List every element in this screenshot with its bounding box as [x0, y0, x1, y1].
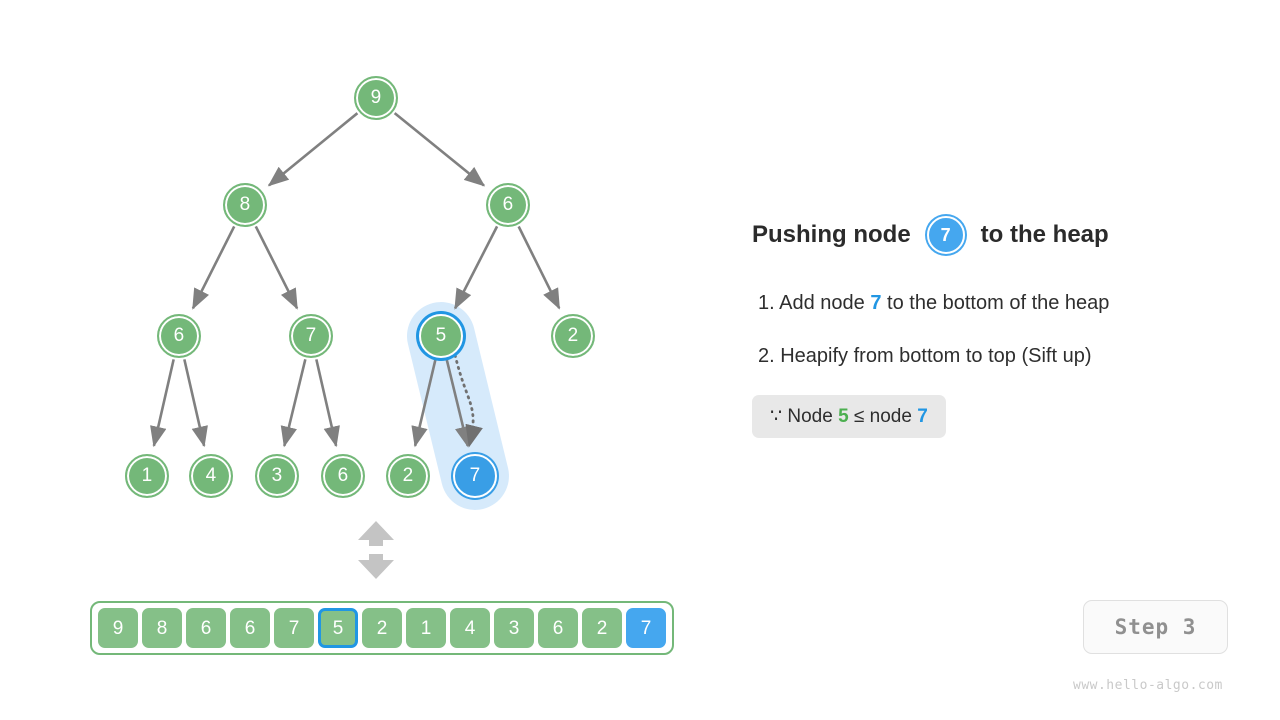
- tree-node-5: 5: [419, 314, 463, 358]
- array-cell-1: 8: [142, 608, 182, 648]
- tree-edge: [254, 225, 299, 310]
- tree-node-6: 6: [321, 454, 365, 498]
- title-suffix: to the heap: [980, 221, 1109, 248]
- array-cell-2: 6: [186, 608, 226, 648]
- tree-edge: [453, 225, 499, 310]
- tree-node-2: 2: [386, 454, 430, 498]
- tree-node-2: 2: [551, 314, 595, 358]
- tree-node-label: 8: [239, 193, 251, 215]
- tree-edge: [280, 359, 307, 448]
- reason-operator: ≤ node: [853, 406, 912, 427]
- tree-edge: [150, 359, 175, 448]
- array-cell-7: 1: [406, 608, 446, 648]
- tree-node-1: 1: [125, 454, 169, 498]
- array-cell-8: 4: [450, 608, 490, 648]
- tree-node-4: 4: [189, 454, 233, 498]
- tree-node-label: 6: [502, 193, 514, 215]
- tree-node-7: 7: [289, 314, 333, 358]
- sift-up-arrow: [453, 353, 483, 448]
- tree-node-label: 7: [469, 464, 481, 486]
- pushed-node-badge: 7: [926, 216, 965, 254]
- tree-edge: [191, 225, 236, 310]
- array-cell-12: 7: [626, 608, 666, 648]
- step-1-prefix: 1. Add node: [758, 292, 865, 314]
- step-1-suffix: to the bottom of the heap: [887, 292, 1110, 314]
- tree-edge: [183, 359, 208, 448]
- array-cell-4: 7: [274, 608, 314, 648]
- tree-node-6: 6: [157, 314, 201, 358]
- tree-node-label: 2: [402, 464, 414, 486]
- tree-node-label: 3: [271, 464, 283, 486]
- array-cell-6: 2: [362, 608, 402, 648]
- tree-node-3: 3: [255, 454, 299, 498]
- tree-edge: [411, 359, 437, 448]
- tree-edge: [393, 112, 486, 187]
- array-cell-5: 5: [318, 608, 358, 648]
- tree-node-label: 7: [305, 324, 317, 346]
- tree-node-9: 9: [354, 76, 398, 120]
- array-cell-9: 3: [494, 608, 534, 648]
- array-cell-11: 2: [582, 608, 622, 648]
- watermark: www.hello-algo.com: [1073, 678, 1223, 693]
- tree-node-6: 6: [486, 183, 530, 227]
- tree-node-8: 8: [223, 183, 267, 227]
- tree-edge: [445, 359, 472, 448]
- tree-node-label: 6: [337, 464, 349, 486]
- page-title: Pushing node 7 to the heap: [752, 216, 1109, 254]
- tree-node-label: 2: [567, 324, 579, 346]
- tree-edge: [267, 112, 359, 187]
- array-cell-0: 9: [98, 608, 138, 648]
- tree-node-label: 9: [370, 86, 382, 108]
- reason-right-value: 7: [917, 406, 928, 427]
- step-1-text: 1. Add node 7 to the bottom of the heap: [758, 292, 1109, 315]
- step-2-text: 2. Heapify from bottom to top (Sift up): [758, 345, 1092, 367]
- reason-note: ∵ Node 5 ≤ node 7: [752, 395, 946, 438]
- tree-node-label: 6: [173, 324, 185, 346]
- array-cell-3: 6: [230, 608, 270, 648]
- tree-node-label: 5: [435, 324, 447, 346]
- tree-node-7: 7: [453, 454, 497, 498]
- explanation-panel: Pushing node 7 to the heap 1. Add node 7…: [752, 0, 1222, 720]
- up-down-arrow-icon: [358, 521, 394, 579]
- reason-left-value: 5: [838, 406, 849, 427]
- tree-edge: [315, 359, 340, 448]
- tree-node-label: 4: [205, 464, 217, 486]
- step-1-value: 7: [870, 292, 882, 314]
- tree-edge: [517, 225, 561, 310]
- reason-word-node: Node: [787, 406, 833, 427]
- title-prefix: Pushing node: [752, 221, 911, 248]
- tree-node-label: 1: [141, 464, 153, 486]
- step-indicator: Step 3: [1083, 600, 1228, 654]
- because-symbol: ∵: [770, 406, 783, 427]
- array-cell-10: 6: [538, 608, 578, 648]
- tree-edges: [150, 112, 561, 448]
